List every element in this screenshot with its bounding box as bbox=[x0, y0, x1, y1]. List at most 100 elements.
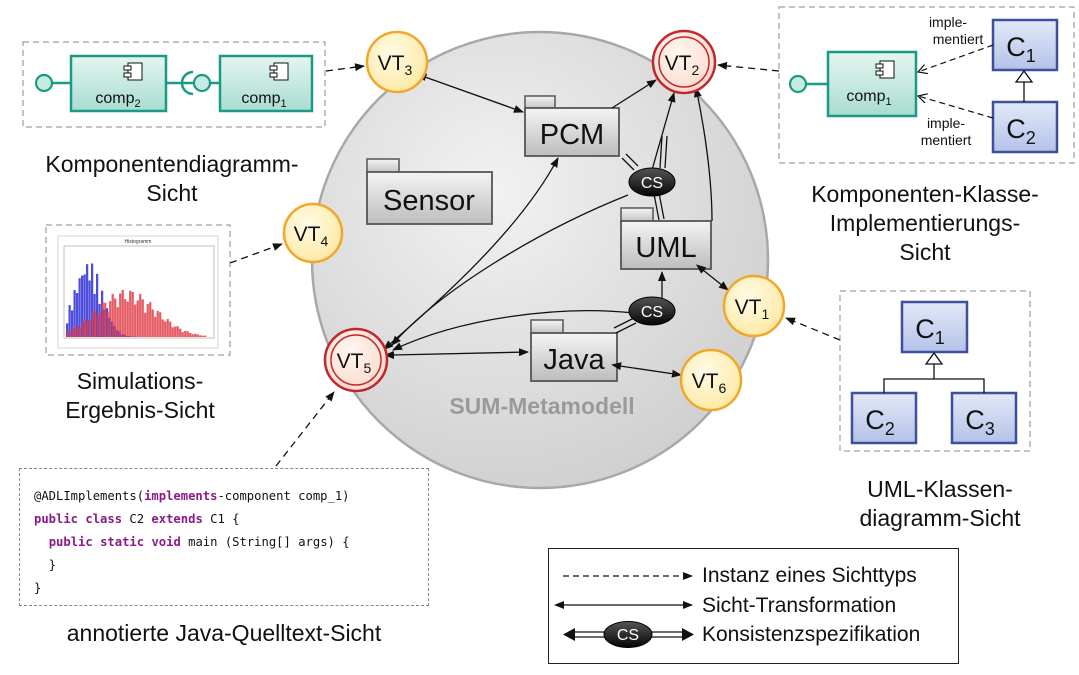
histogram-bar bbox=[91, 312, 94, 337]
histogram-bar bbox=[81, 322, 84, 337]
histogram-bar bbox=[191, 334, 194, 337]
cs-label: CS bbox=[641, 304, 663, 321]
histogram-bar bbox=[119, 293, 122, 337]
package-pcm-label: PCM bbox=[540, 119, 604, 151]
histogram-bar bbox=[71, 329, 74, 337]
svg-text:VT2: VT2 bbox=[665, 52, 700, 78]
legend-cs-label: CS bbox=[617, 627, 639, 644]
cs-badge-pcm-uml: CS bbox=[628, 167, 676, 197]
code-view-caption: annotierte Java-Quelltext-Sicht bbox=[66, 620, 382, 646]
histogram-bar bbox=[166, 319, 169, 337]
histogram-bar bbox=[171, 327, 174, 337]
histogram-bar bbox=[139, 294, 142, 337]
simulation-view-caption: Simulations- Ergebnis-Sicht bbox=[30, 367, 250, 425]
histogram-bar bbox=[174, 326, 177, 337]
metamodel-label: SUM-Metamodell bbox=[449, 393, 634, 419]
svg-text:comp1: comp1 bbox=[241, 90, 286, 110]
histogram-bar bbox=[154, 316, 157, 337]
uml-view-caption: UML-Klassen- diagramm-Sicht bbox=[830, 475, 1050, 533]
histogram-bar bbox=[66, 323, 69, 337]
component-diagram-view: comp2 comp1 bbox=[22, 41, 326, 128]
package-uml-label: UML bbox=[635, 232, 696, 264]
histogram-bar bbox=[79, 328, 82, 337]
caption-line: UML-Klassen- bbox=[867, 476, 1013, 502]
histogram-bar bbox=[88, 280, 91, 337]
histogram-bars bbox=[66, 263, 207, 337]
caption-line: Komponenten-Klasse- bbox=[811, 181, 1039, 207]
svg-text:comp1: comp1 bbox=[846, 88, 891, 108]
legend-consistency-label: Konsistenzspezifikation bbox=[702, 623, 921, 646]
histogram-bar bbox=[76, 326, 79, 337]
histogram-bar bbox=[134, 304, 137, 337]
histogram-bar bbox=[141, 299, 144, 337]
histogram-bar bbox=[96, 273, 99, 337]
impl-view-caption: Komponenten-Klasse- Implementierungs- Si… bbox=[770, 180, 1079, 267]
histogram-bar bbox=[161, 319, 164, 337]
cs-label: CS bbox=[641, 175, 663, 192]
histogram-bar bbox=[96, 315, 99, 337]
caption-line: Simulations- bbox=[76, 368, 204, 394]
histogram-bar bbox=[156, 310, 159, 337]
uml-class-view: C1 C2 C3 bbox=[839, 290, 1031, 452]
histogram-bar bbox=[164, 321, 167, 337]
caption-line: Implementierungs- bbox=[829, 210, 1021, 236]
histogram-bar bbox=[106, 311, 109, 337]
svg-text:C1: C1 bbox=[1006, 32, 1036, 66]
vt4-node: VT4 bbox=[282, 202, 344, 264]
package-sensor-label: Sensor bbox=[383, 185, 475, 217]
histogram-bar bbox=[121, 289, 124, 337]
histogram-bar bbox=[144, 312, 147, 337]
histogram-bar bbox=[68, 305, 71, 337]
histogram-bar bbox=[176, 326, 179, 337]
histogram-bar bbox=[126, 301, 129, 337]
histogram-bar bbox=[91, 263, 94, 337]
package-pcm: PCM bbox=[524, 95, 620, 157]
histogram-bar bbox=[66, 330, 69, 337]
legend-transformation-label: Sicht-Transformation bbox=[702, 594, 897, 617]
svg-text:VT4: VT4 bbox=[294, 223, 329, 249]
histogram-bar bbox=[86, 264, 89, 337]
histogram-bar bbox=[199, 335, 202, 337]
histogram-bar bbox=[196, 334, 199, 337]
histogram-bar bbox=[131, 291, 134, 337]
vt3-node: VT3 bbox=[365, 30, 429, 94]
package-java-label: Java bbox=[543, 344, 605, 376]
code-listing: @ADLImplements(implements-component comp… bbox=[34, 489, 350, 595]
svg-text:C3: C3 bbox=[965, 405, 995, 439]
histogram-bar bbox=[189, 333, 192, 337]
svg-text:C1: C1 bbox=[915, 314, 945, 348]
component-view-caption: Komponentendiagramm- Sicht bbox=[14, 150, 330, 208]
histogram-bar bbox=[136, 300, 139, 337]
legend-graphics: CS bbox=[554, 572, 694, 648]
histogram-bar bbox=[149, 302, 152, 337]
svg-text:VT1: VT1 bbox=[735, 296, 770, 322]
svg-text:C2: C2 bbox=[1006, 114, 1036, 148]
caption-line: diagramm-Sicht bbox=[859, 505, 1021, 531]
histogram-bar bbox=[74, 326, 77, 337]
implementation-view: comp1 C1 C2 imple- mentiert imple- menti… bbox=[778, 6, 1075, 164]
histogram-bar bbox=[81, 275, 84, 337]
histogram-bar bbox=[86, 320, 89, 337]
histogram-bar bbox=[94, 310, 97, 337]
histogram-bar bbox=[114, 298, 117, 337]
legend bbox=[548, 548, 959, 664]
histogram-bar bbox=[124, 299, 127, 337]
histogram-bar bbox=[146, 304, 149, 337]
svg-text:mentiert: mentiert bbox=[933, 31, 984, 47]
histogram-bar bbox=[151, 309, 154, 337]
svg-text:C2: C2 bbox=[865, 405, 895, 439]
svg-text:imple-: imple- bbox=[927, 115, 965, 131]
histogram-bar bbox=[76, 293, 79, 337]
legend-instance-label: Instanz eines Sichttyps bbox=[702, 564, 917, 587]
histogram-bar bbox=[99, 311, 102, 337]
consistency-lines bbox=[613, 135, 668, 334]
svg-text:imple-: imple- bbox=[929, 14, 967, 30]
instance-arrows bbox=[229, 61, 841, 467]
svg-text:VT5: VT5 bbox=[337, 350, 372, 376]
histogram-bar bbox=[69, 331, 72, 337]
svg-text:VT3: VT3 bbox=[378, 52, 413, 78]
histogram-bar bbox=[159, 312, 162, 337]
svg-text:comp2: comp2 bbox=[95, 90, 140, 110]
histogram-title: Histogramm bbox=[125, 239, 152, 245]
